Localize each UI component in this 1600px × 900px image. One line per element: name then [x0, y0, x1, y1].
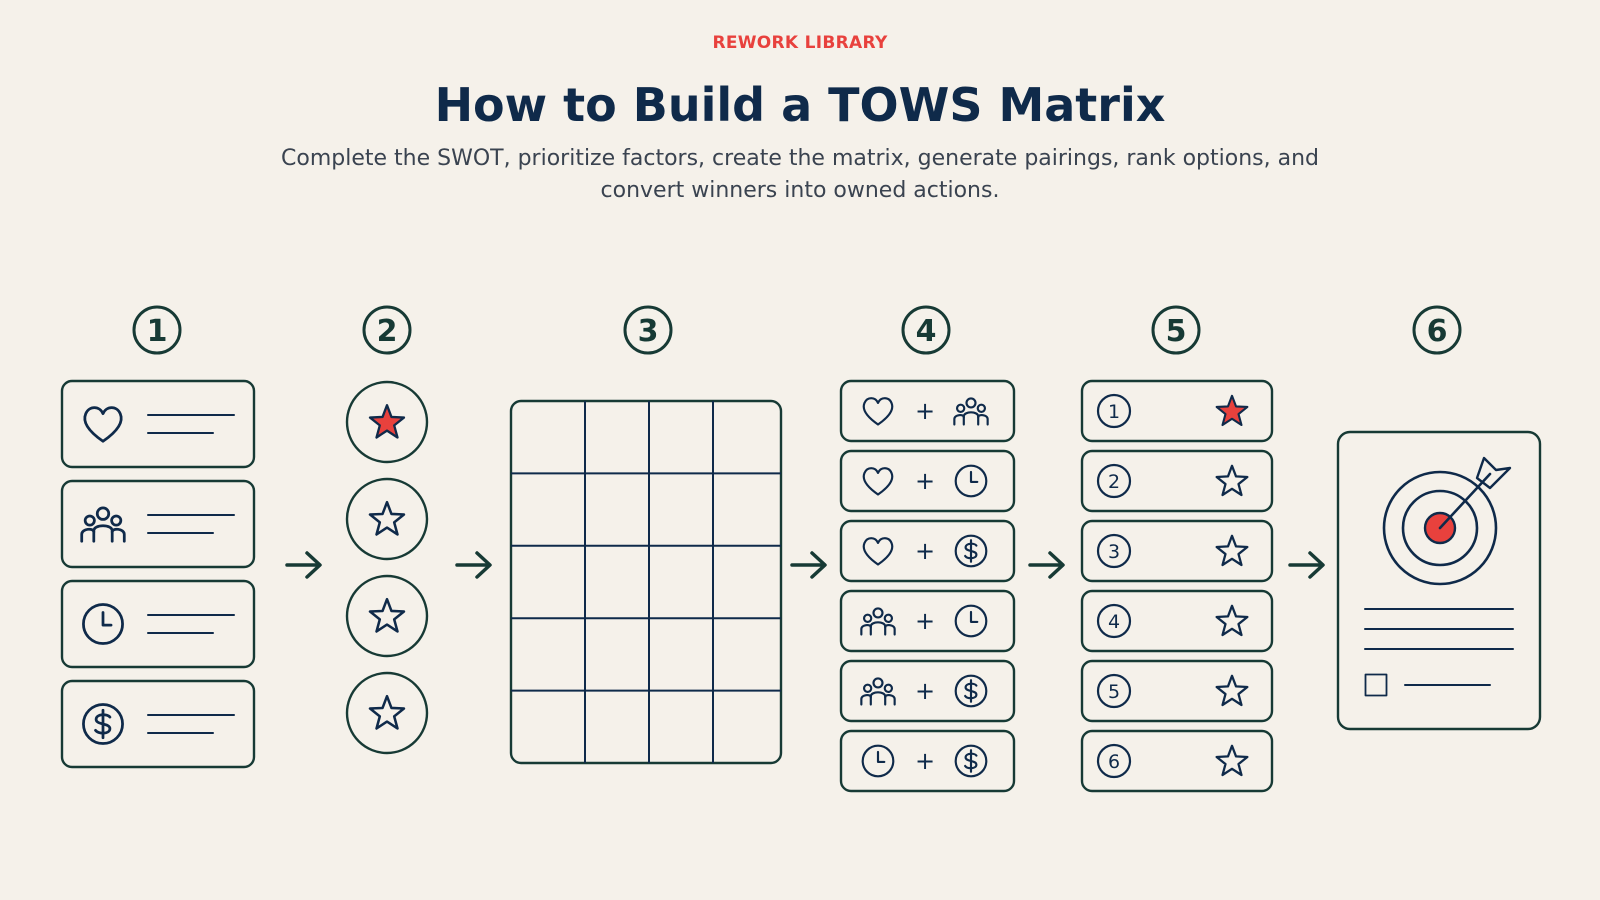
- plus-sign: +: [915, 607, 935, 635]
- priority-circle: [345, 574, 429, 658]
- ranked-option-card: [1080, 659, 1274, 723]
- ranked-option-card: [1080, 589, 1274, 653]
- rank-badge: [1096, 463, 1132, 499]
- rank-badge: [1096, 533, 1132, 569]
- heart-icon: [862, 537, 894, 566]
- rank-number: 3: [1108, 541, 1120, 563]
- clock-icon: [954, 604, 988, 638]
- rank-badge: [1096, 603, 1132, 639]
- arrow-right-icon: [1028, 551, 1065, 579]
- checkbox-icon: [1364, 673, 1388, 697]
- step-number-badge: [901, 305, 951, 355]
- star-icon: [368, 597, 406, 633]
- ranked-option-card: [1080, 449, 1274, 513]
- plus-sign: +: [915, 747, 935, 775]
- priority-circle: [345, 671, 429, 755]
- rank-number: 1: [1108, 401, 1120, 423]
- star-icon-filled: [1215, 394, 1249, 427]
- step-number: 5: [1166, 314, 1187, 349]
- rank-number: 4: [1108, 611, 1120, 633]
- arrow-right-icon: [285, 551, 322, 579]
- step-number-badge: [132, 305, 182, 355]
- plus-sign: +: [915, 467, 935, 495]
- factor-card: [60, 379, 256, 469]
- ranked-option-card: [1080, 519, 1274, 583]
- priority-circle: [345, 380, 429, 464]
- rank-badge: [1096, 673, 1132, 709]
- plus-sign: +: [915, 397, 935, 425]
- factor-card: [60, 579, 256, 669]
- arrow-right-icon: [1288, 551, 1325, 579]
- star-icon: [1215, 464, 1249, 497]
- step-number-badge: [623, 305, 673, 355]
- people-icon: [80, 506, 126, 543]
- star-icon: [1215, 674, 1249, 707]
- step-number-badge: [362, 305, 412, 355]
- pairing-card: [839, 379, 1016, 443]
- star-icon-filled: [368, 404, 406, 439]
- pairing-card: [839, 589, 1016, 653]
- star-icon: [1215, 744, 1249, 777]
- dollar-icon: [954, 744, 988, 778]
- arrow-right-icon: [790, 551, 827, 579]
- clock-icon: [82, 603, 124, 645]
- plus-sign: +: [915, 677, 935, 705]
- dollar-icon: [954, 534, 988, 568]
- factor-card: [60, 479, 256, 569]
- pairing-card: [839, 449, 1016, 513]
- plus-sign: +: [915, 537, 935, 565]
- clock-icon: [861, 744, 895, 778]
- heart-icon: [862, 397, 894, 426]
- rank-number: 2: [1108, 471, 1120, 493]
- step-number: 4: [916, 314, 937, 349]
- ranked-option-card: [1080, 729, 1274, 793]
- step-number-badge: [1412, 305, 1462, 355]
- rank-number: 5: [1108, 681, 1120, 703]
- step-number-badge: [1151, 305, 1201, 355]
- target-icon: [1382, 456, 1512, 586]
- clock-icon: [954, 464, 988, 498]
- star-icon: [1215, 604, 1249, 637]
- arrow-right-icon: [455, 551, 492, 579]
- step-number: 2: [377, 314, 398, 349]
- star-icon: [1215, 534, 1249, 567]
- page-title: How to Build a TOWS Matrix: [434, 78, 1166, 132]
- tows-matrix-grid: [509, 399, 783, 765]
- people-icon: [953, 397, 989, 426]
- step-number: 6: [1427, 314, 1448, 349]
- pairing-card: [839, 729, 1016, 793]
- rank-badge: [1096, 393, 1132, 429]
- pairing-card: [839, 519, 1016, 583]
- people-icon: [860, 607, 896, 636]
- factor-card: [60, 679, 256, 769]
- kicker: REWORK LIBRARY: [712, 33, 888, 53]
- ranked-option-card: [1080, 379, 1274, 443]
- rank-badge: [1096, 743, 1132, 779]
- action-document: [1336, 430, 1542, 731]
- rank-number: 6: [1108, 751, 1120, 773]
- star-icon: [368, 694, 406, 730]
- step-number: 1: [147, 314, 168, 349]
- step-number: 3: [638, 314, 659, 349]
- dollar-icon: [954, 674, 988, 708]
- star-icon: [368, 500, 406, 536]
- heart-icon: [83, 406, 123, 443]
- pairing-card: [839, 659, 1016, 723]
- people-icon: [860, 677, 896, 706]
- priority-circle: [345, 477, 429, 561]
- page-subtitle: Complete the SWOT, prioritize factors, c…: [281, 146, 1319, 203]
- dollar-icon: [82, 703, 124, 745]
- heart-icon: [862, 467, 894, 496]
